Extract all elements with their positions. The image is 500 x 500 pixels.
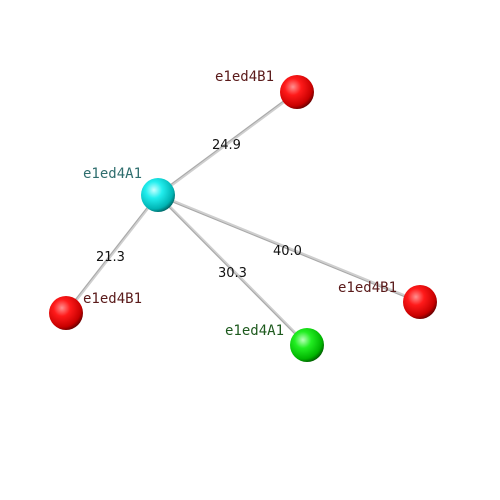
distance-label-center-left: 21.3 bbox=[96, 250, 125, 265]
bond-center-right-highlight bbox=[157, 195, 421, 304]
atom-left-sphere[interactable] bbox=[49, 296, 83, 330]
distance-labels: 24.9 21.3 30.3 40.0 bbox=[96, 138, 302, 281]
atom-label-right: e1ed4B1 bbox=[338, 280, 397, 296]
bond-center-bottom bbox=[156, 193, 309, 347]
bond-center-left bbox=[64, 194, 160, 314]
atom-center-sphere[interactable] bbox=[141, 178, 175, 212]
distance-label-center-bottom: 30.3 bbox=[218, 266, 247, 281]
atom-bottom-sphere[interactable] bbox=[290, 328, 324, 362]
bond-center-top bbox=[157, 90, 298, 197]
atoms-group bbox=[49, 75, 437, 362]
bond-center-left-highlight bbox=[64, 194, 158, 314]
distance-label-center-right: 40.0 bbox=[273, 244, 302, 259]
atom-label-center: e1ed4A1 bbox=[83, 166, 142, 182]
atom-label-top: e1ed4B1 bbox=[215, 69, 274, 85]
atom-right-sphere[interactable] bbox=[403, 285, 437, 319]
atom-label-bottom: e1ed4A1 bbox=[225, 323, 284, 339]
atom-labels: e1ed4A1 e1ed4B1 e1ed4B1 e1ed4B1 e1ed4A1 bbox=[83, 69, 397, 339]
atom-top-sphere[interactable] bbox=[280, 75, 314, 109]
bond-center-top-highlight bbox=[157, 90, 298, 195]
bonds-group bbox=[64, 90, 421, 347]
bond-center-right bbox=[157, 193, 421, 304]
bond-center-bottom-highlight bbox=[157, 195, 308, 347]
distance-label-center-top: 24.9 bbox=[212, 138, 241, 153]
atom-label-left: e1ed4B1 bbox=[83, 291, 142, 307]
